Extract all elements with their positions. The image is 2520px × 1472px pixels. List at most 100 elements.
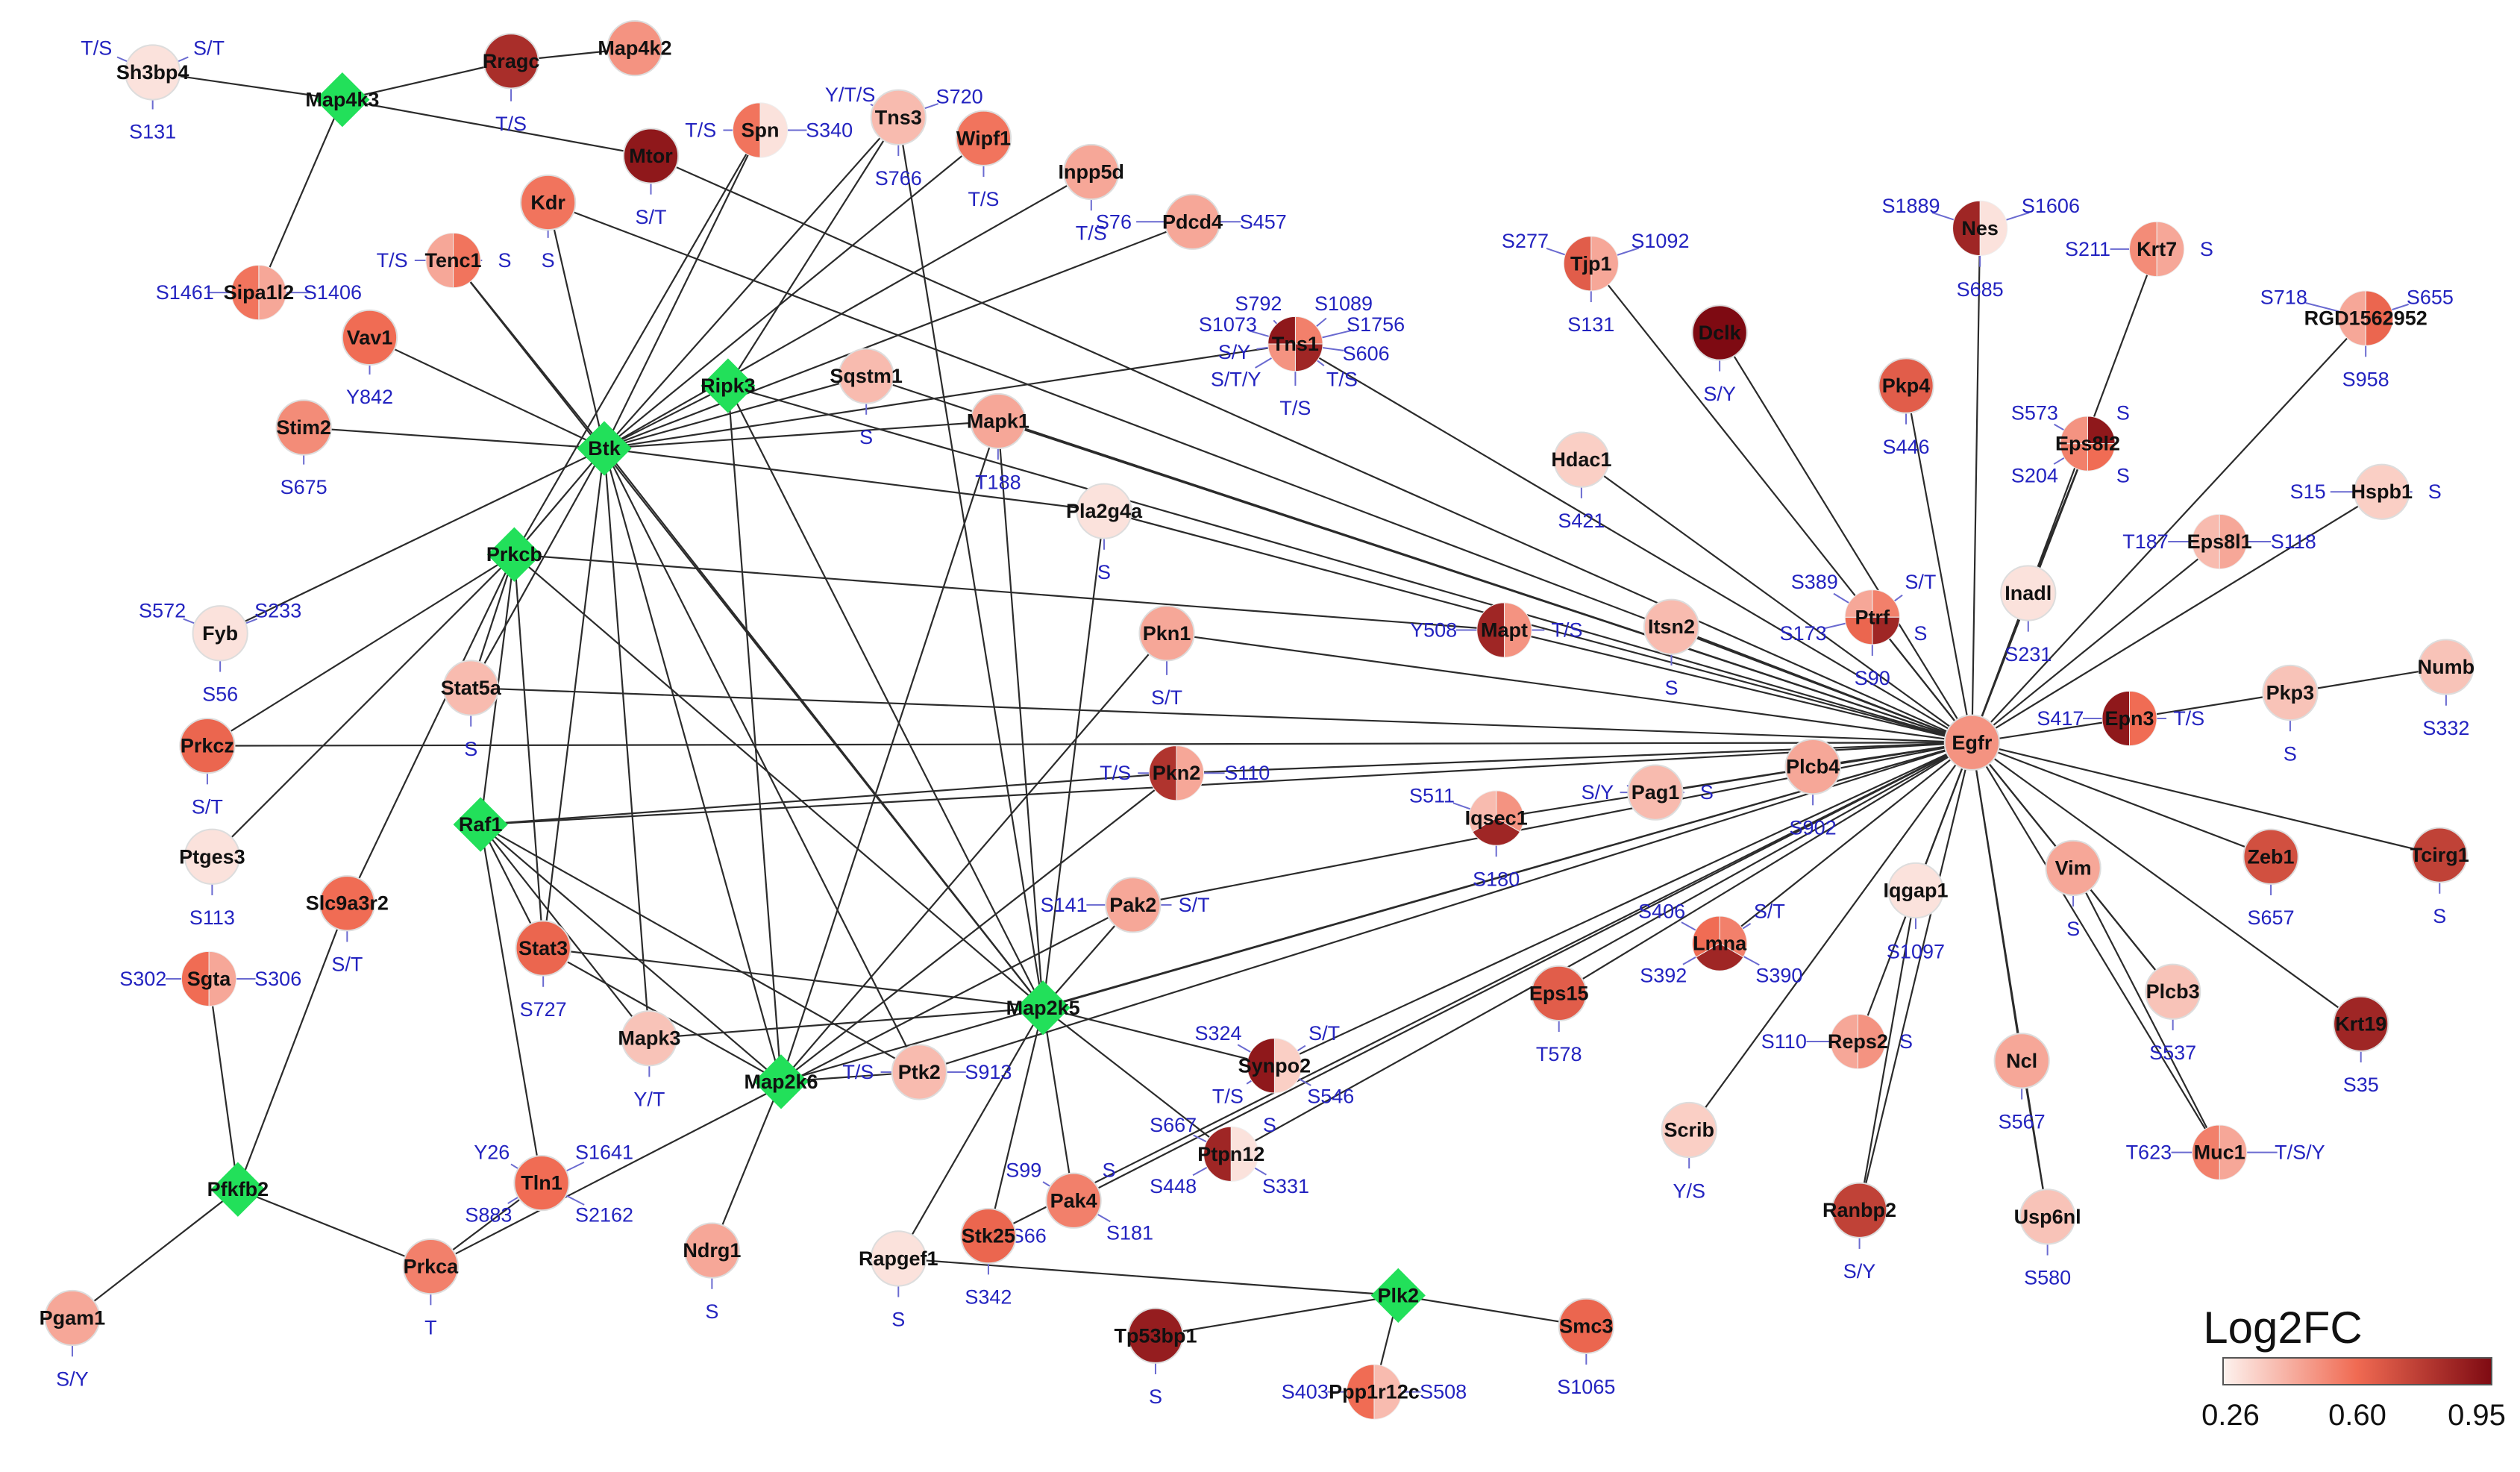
node-Ripk3[interactable]: Ripk3	[700, 358, 756, 413]
node-Pag1[interactable]: S/YY/SSPag1	[1582, 764, 1714, 821]
site-label: T/S	[377, 249, 408, 272]
node-Map2k5[interactable]: Map2k5	[1006, 980, 1080, 1036]
protein-circle	[621, 1010, 677, 1067]
site-label: T/S/Y	[2275, 1141, 2325, 1164]
node-Egfr[interactable]: Egfr	[1943, 714, 2000, 771]
site-label: S727	[520, 998, 567, 1021]
protein-circle	[44, 1289, 101, 1347]
edge-Btk-Ptk2	[604, 448, 921, 1073]
kinase-diamond	[486, 527, 542, 582]
edge-Btk-Pla2g4a	[604, 447, 1105, 513]
protein-slice	[2156, 221, 2185, 278]
protein-slice	[1692, 915, 1720, 958]
site-label: S76	[1096, 210, 1132, 233]
node-Plk2[interactable]: Plk2	[1370, 1268, 1426, 1324]
node-Prkcb[interactable]: Prkcb	[486, 527, 542, 582]
node-Map4k3[interactable]: Map4k3	[305, 72, 379, 128]
node-Raf1[interactable]: Raf1	[453, 797, 508, 852]
node-Map4k2[interactable]: Map4k2	[598, 20, 671, 77]
node-label: Mapk3	[618, 1027, 680, 1050]
node-Btk[interactable]: Btk	[577, 421, 632, 476]
node-Map2k6[interactable]: Map2k6	[744, 1054, 818, 1109]
node-Pfkfb2[interactable]: Pfkfb2	[207, 1162, 269, 1217]
site-label: S/T/Y	[1211, 368, 1261, 390]
legend-color-bar	[2222, 1357, 2492, 1385]
